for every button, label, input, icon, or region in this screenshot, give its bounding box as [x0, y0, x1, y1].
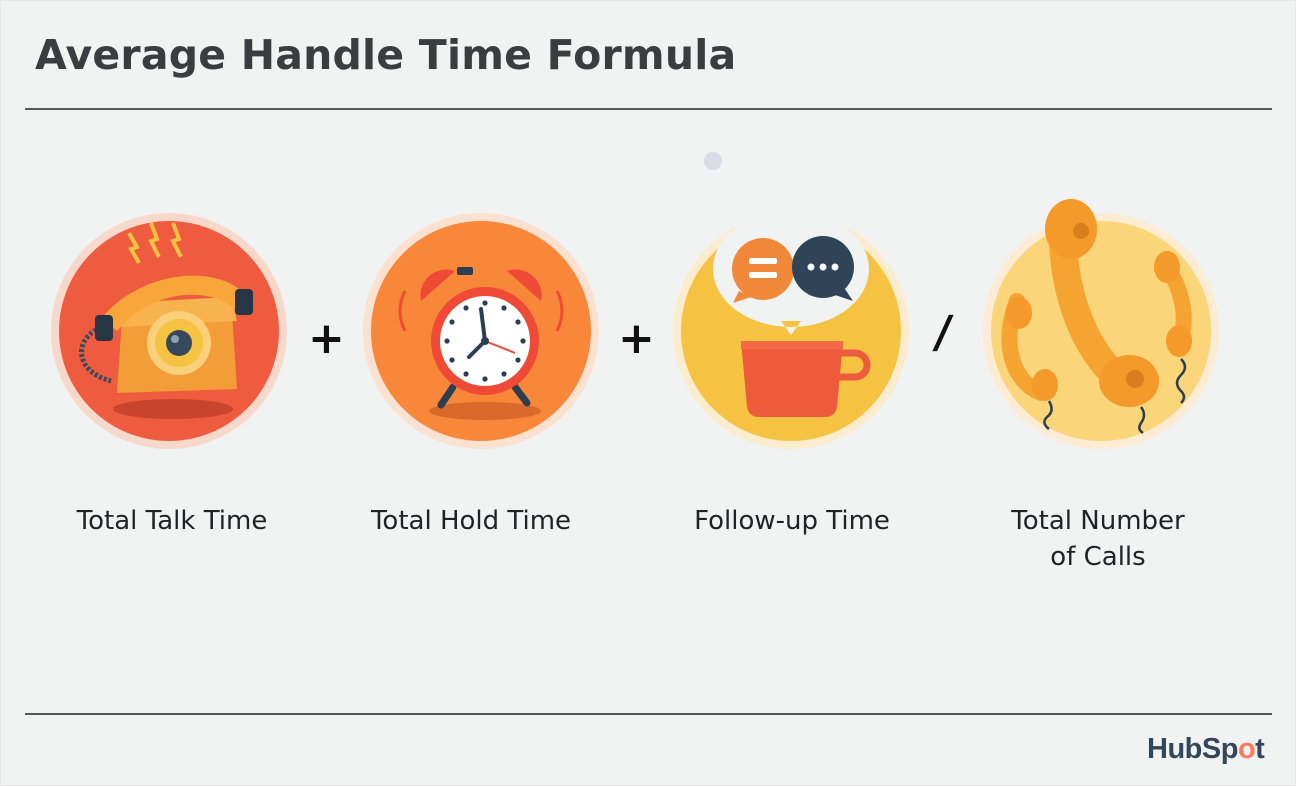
page-title: Average Handle Time Formula [35, 31, 737, 79]
plus-operator-2: + [618, 313, 655, 364]
term-label-follow-up-time: Follow-up Time [694, 506, 890, 536]
coffee-chat-icon [673, 211, 909, 449]
hubspot-logo: HubSpot [1147, 733, 1265, 766]
top-divider [25, 108, 1272, 110]
rotary-telephone-icon [51, 213, 287, 449]
alarm-clock-icon [363, 213, 599, 449]
term-label-talk-time: Total Talk Time [76, 506, 268, 536]
formula-illustration [51, 152, 1219, 449]
plus-operator-1: + [308, 313, 345, 364]
decorative-dot [704, 152, 722, 170]
phone-handsets-icon [983, 199, 1219, 449]
logo-text-a: HubSp [1147, 733, 1238, 765]
bottom-divider [25, 713, 1272, 715]
logo-sprocket-o: o [1237, 733, 1256, 765]
term-label-number-of-calls: Total Number of Calls [938, 503, 1258, 575]
term-label-line-1: Total Number [1011, 506, 1185, 536]
term-label-line-2: of Calls [1050, 542, 1146, 572]
logo-text-b: t [1255, 733, 1265, 765]
term-label-hold-time: Total Hold Time [370, 506, 572, 536]
